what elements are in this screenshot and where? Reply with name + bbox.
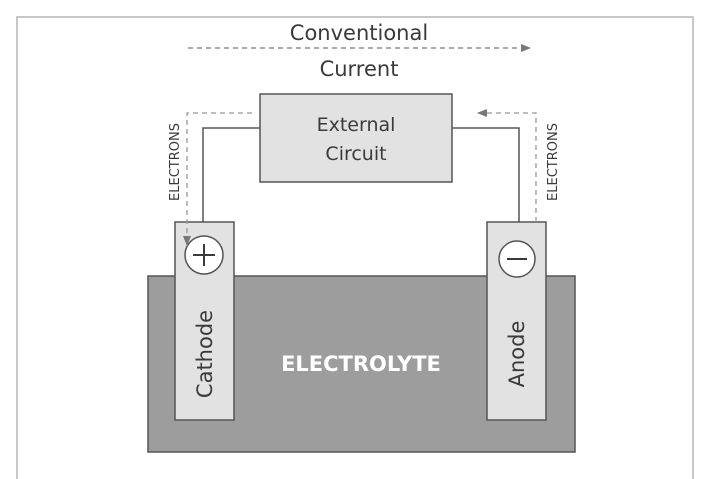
minus-icon bbox=[498, 240, 536, 278]
electrolyte-label: ELECTROLYTE bbox=[281, 352, 441, 376]
electrons-left-label: ELECTRONS bbox=[168, 123, 183, 201]
external-circuit-line-2: Circuit bbox=[325, 143, 386, 165]
external-circuit-line-1: External bbox=[317, 114, 396, 136]
title-line-1: Conventional bbox=[290, 21, 428, 45]
plus-icon bbox=[184, 235, 224, 275]
diagram-frame bbox=[16, 16, 694, 479]
electron-flow-left-arrow bbox=[183, 112, 252, 246]
anode-electrode bbox=[486, 221, 547, 421]
title-line-2: Current bbox=[320, 57, 399, 81]
right-wire bbox=[452, 127, 520, 222]
anode-label: Anode bbox=[505, 321, 529, 388]
external-circuit-box bbox=[259, 93, 453, 183]
electron-flow-right-arrow bbox=[477, 109, 537, 222]
left-wire bbox=[202, 127, 260, 222]
electrons-right-label: ELECTRONS bbox=[546, 123, 561, 201]
cathode-label: Cathode bbox=[193, 310, 217, 398]
